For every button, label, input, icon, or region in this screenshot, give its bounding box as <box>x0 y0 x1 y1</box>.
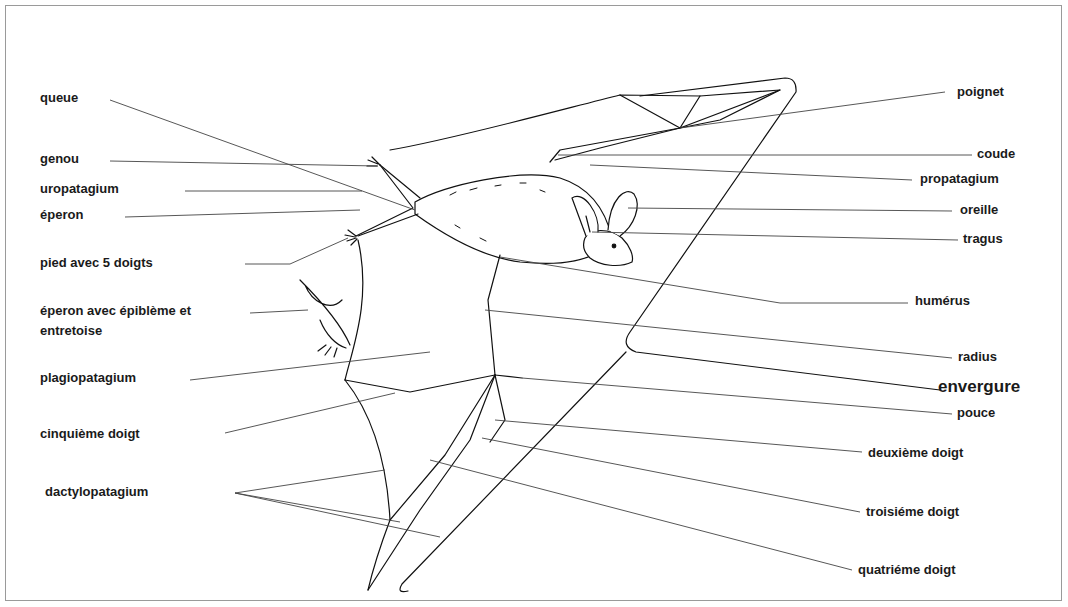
far-ear <box>608 192 637 236</box>
part-label: oreille <box>960 202 998 218</box>
bat-head <box>584 231 633 266</box>
third-finger <box>368 375 495 590</box>
leader-line <box>235 493 400 522</box>
leader-line <box>590 165 912 180</box>
thumb <box>495 375 522 378</box>
leader-line <box>522 378 952 414</box>
leader-line <box>225 393 395 433</box>
leader-line <box>125 210 360 217</box>
far-wing-membrane <box>390 90 780 160</box>
leader-line <box>185 191 362 192</box>
part-label: envergure <box>938 379 1020 395</box>
part-label: cinquième doigt <box>40 426 140 442</box>
part-label: uropatagium <box>40 181 119 197</box>
part-label: poignet <box>957 84 1004 100</box>
leader-line <box>235 470 385 493</box>
leader-line <box>190 352 430 380</box>
part-label: propatagium <box>920 171 999 187</box>
near-arm <box>488 255 500 375</box>
leader-line <box>680 92 945 128</box>
leader-line <box>485 310 952 358</box>
part-label: éperon avec épiblème et entretoise <box>40 301 192 341</box>
trailing-edge <box>368 520 390 590</box>
uropatagium-outline <box>356 165 413 236</box>
fur-strokes <box>450 183 545 241</box>
leader-line <box>245 238 348 264</box>
leader-line <box>558 155 972 156</box>
leader-line <box>110 100 415 210</box>
far-wing-fingers <box>550 90 780 162</box>
near-ear <box>572 196 598 236</box>
leader-line <box>500 257 908 303</box>
bat-body <box>415 175 612 263</box>
part-label: éperon <box>40 207 83 223</box>
plagiopatagium-edge <box>345 240 363 380</box>
part-label: queue <box>40 90 78 106</box>
part-label: dactylopatagium <box>45 484 148 500</box>
part-label: deuxième doigt <box>868 445 963 461</box>
part-label: radius <box>958 349 997 365</box>
part-label: plagiopatagium <box>40 370 136 386</box>
leader-line <box>628 208 952 211</box>
trailing-edge <box>345 380 390 520</box>
leader-line <box>482 438 860 512</box>
leader-line <box>110 161 378 166</box>
leader-line <box>250 310 308 313</box>
part-label: humérus <box>915 293 970 309</box>
part-label: troisiéme doigt <box>866 504 959 520</box>
part-label: genou <box>40 151 79 167</box>
part-label: tragus <box>963 231 1003 247</box>
leader-line <box>495 420 862 452</box>
feet-toes <box>345 157 380 245</box>
bat-eye <box>612 244 616 248</box>
tragus-mark <box>586 216 590 232</box>
inset-toes <box>318 345 337 357</box>
part-label: pouce <box>957 405 995 421</box>
part-label: coude <box>977 146 1015 162</box>
second-finger <box>490 375 505 442</box>
leader-line <box>235 493 440 537</box>
part-label: pied avec 5 doigts <box>40 255 153 271</box>
fifth-finger <box>345 375 495 392</box>
part-label: quatriéme doigt <box>858 562 956 578</box>
fourth-finger <box>390 375 495 520</box>
frame-border <box>6 6 1062 601</box>
epibleme-inset <box>300 280 350 348</box>
leader-line <box>592 232 958 240</box>
leader-line <box>430 460 852 570</box>
